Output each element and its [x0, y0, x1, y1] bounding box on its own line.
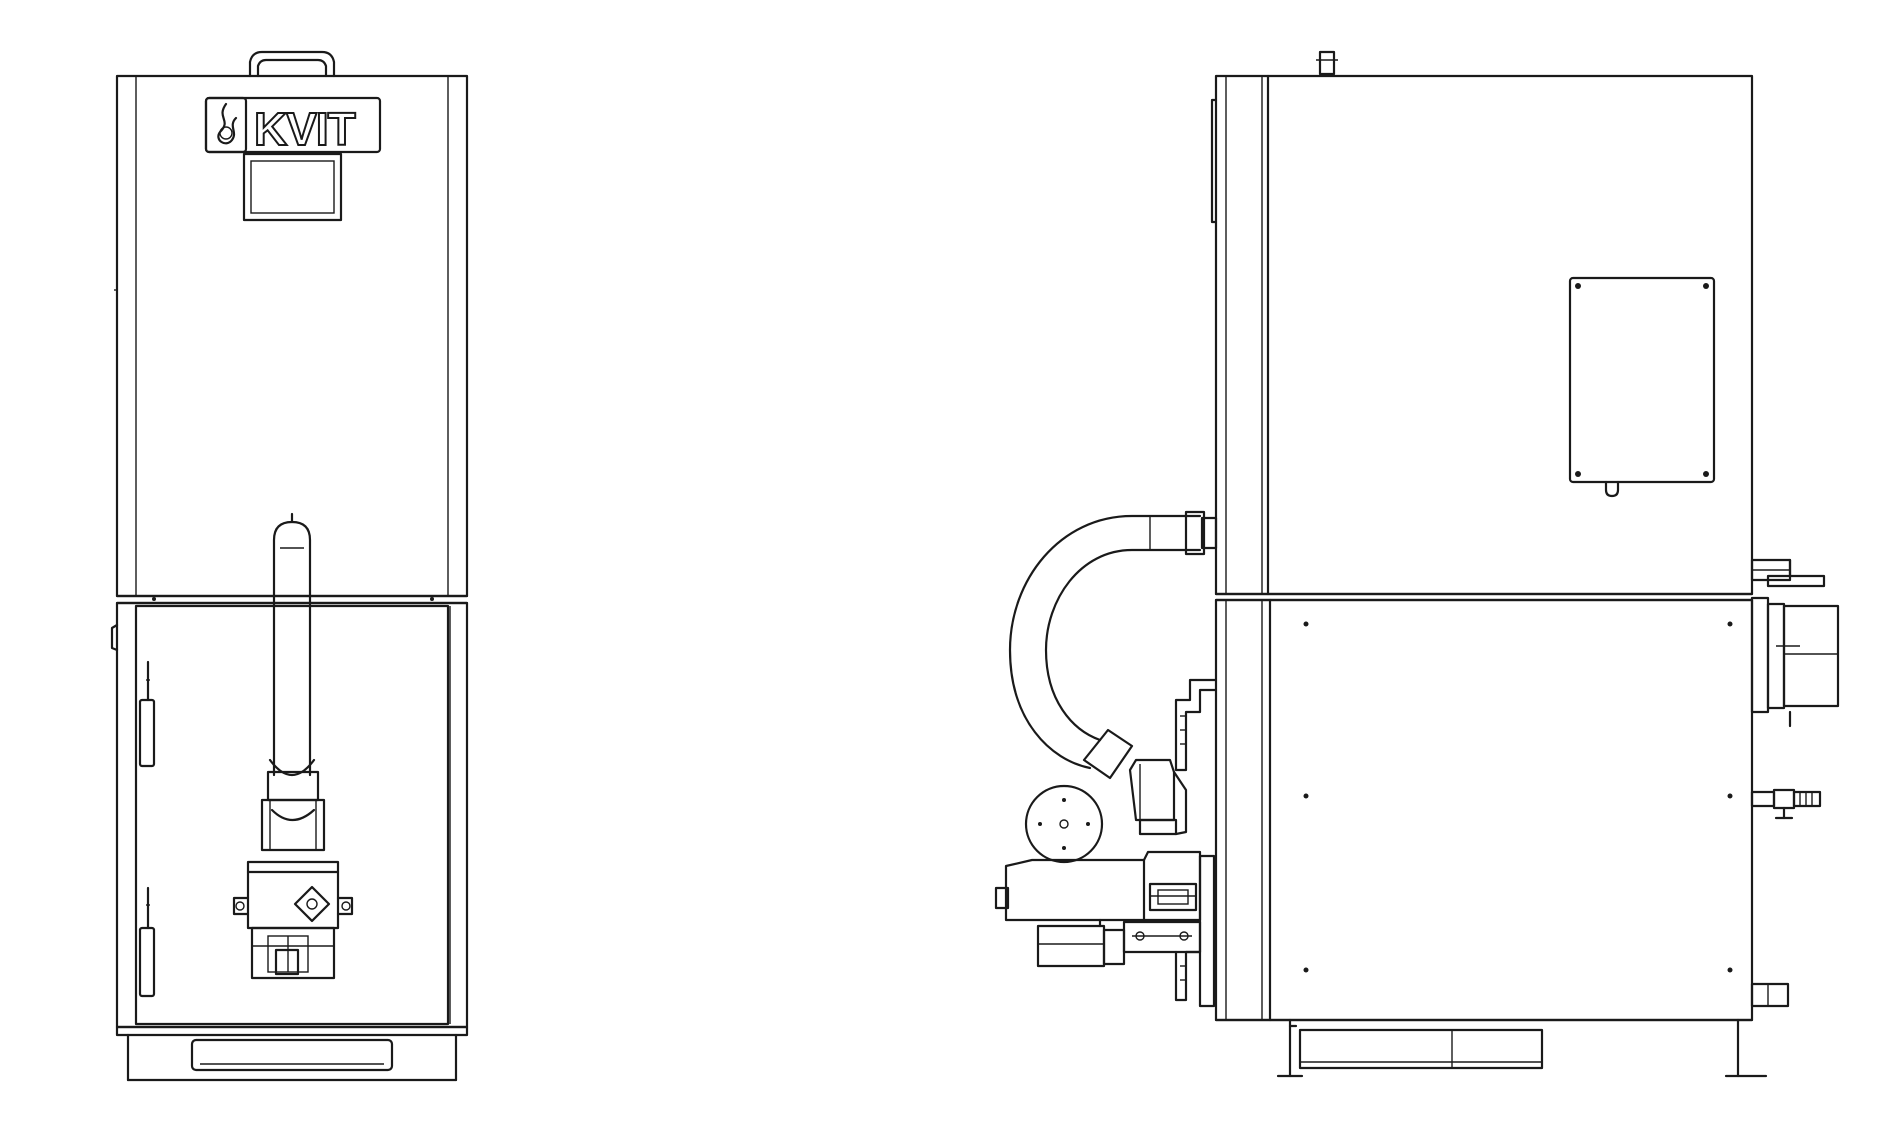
brand-logo-text: KVIT — [254, 103, 356, 155]
burner-connector — [260, 770, 326, 852]
front-view: KVIT — [110, 50, 469, 1082]
side-valve — [1750, 788, 1822, 820]
hopper-body-side — [1210, 74, 1754, 596]
side-view — [994, 50, 1840, 1078]
burner-housing-front — [232, 860, 354, 980]
pellet-feed-tube — [268, 512, 316, 777]
door-hinge-upper — [138, 660, 156, 768]
lower-bracket — [1174, 950, 1202, 1002]
flame-icon — [217, 102, 238, 145]
flue-outlet — [1750, 558, 1840, 728]
burner-fan — [1024, 784, 1104, 864]
top-handle — [248, 50, 336, 78]
base-plinth-front — [115, 1025, 469, 1082]
hose-elbow — [1128, 758, 1188, 836]
flexible-feed-hose — [1008, 510, 1218, 780]
inspection-panel — [1568, 276, 1716, 498]
control-display-panel — [242, 152, 343, 222]
brand-logo: KVIT — [204, 96, 382, 156]
burner-gearbox — [1036, 918, 1202, 968]
base-plinth-side — [1276, 1018, 1768, 1078]
door-hinge-lower — [138, 886, 156, 998]
return-pipe — [1750, 982, 1790, 1008]
boiler-door-front — [110, 601, 469, 1029]
top-nozzle — [1316, 50, 1338, 76]
mounting-bracket — [1174, 678, 1218, 772]
boiler-body-side — [1214, 598, 1754, 1022]
